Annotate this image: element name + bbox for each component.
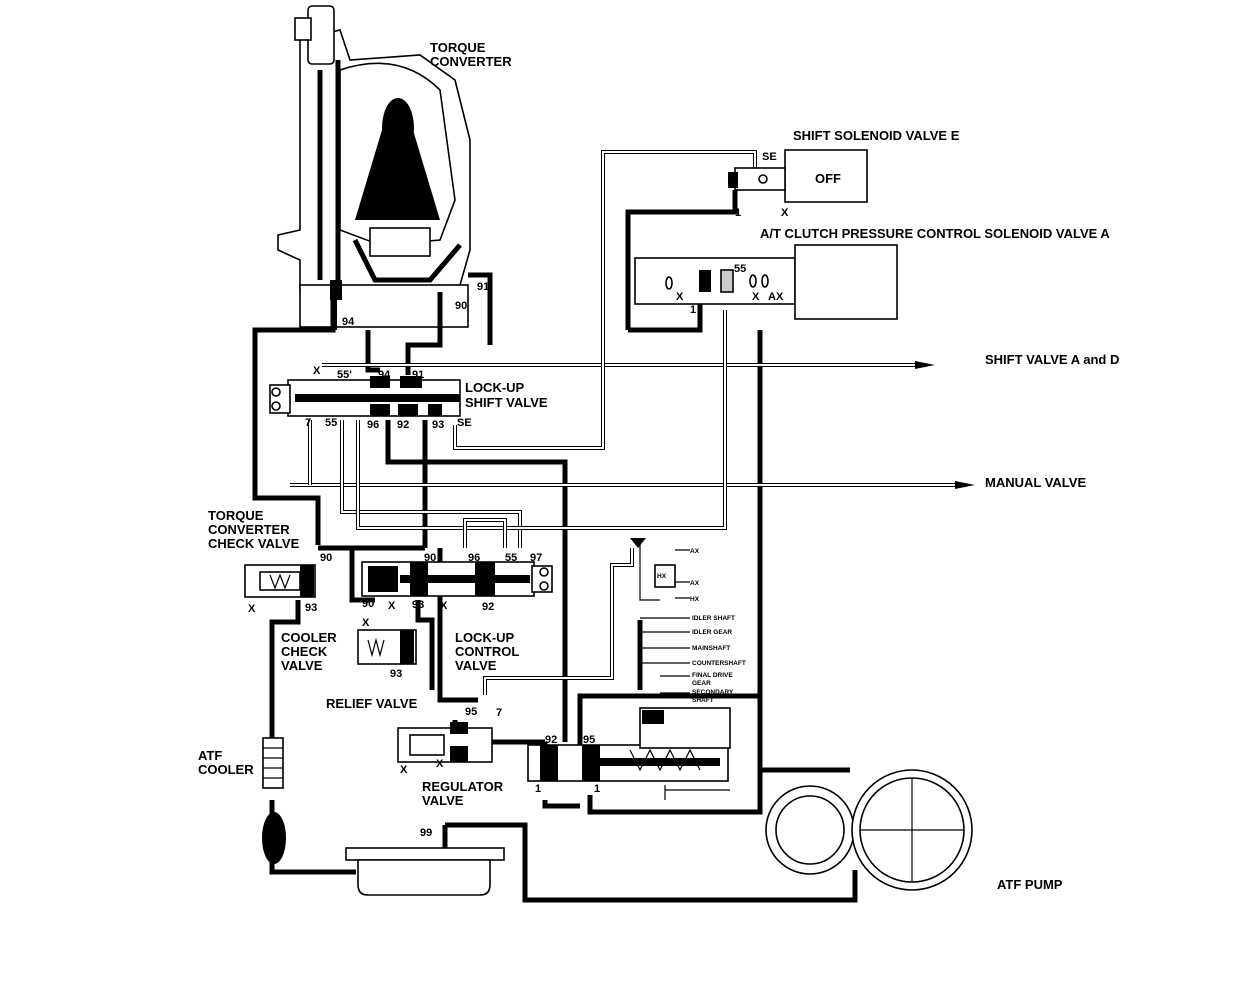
port-55p: 55'	[337, 369, 352, 381]
tc-check-valve-label-2: CONVERTER	[208, 522, 290, 537]
atf-cooler	[262, 737, 286, 864]
port-93-sh: 93	[432, 419, 444, 431]
tc-check-valve	[244, 564, 316, 598]
lockup-shift-valve-label-2: SHIFT VALVE	[465, 395, 548, 410]
torque-converter-label-2: CONVERTER	[430, 54, 512, 69]
shift-solenoid-e	[728, 149, 868, 203]
port-ax-a: AX	[768, 291, 784, 303]
port-92-rg: 92	[545, 734, 557, 746]
manual-valve-label: MANUAL VALVE	[985, 475, 1086, 490]
port-96-sh: 96	[367, 419, 379, 431]
port-x-lc2: X	[440, 600, 448, 612]
port-se-top: SE	[762, 151, 777, 163]
tc-check-valve-label-3: CHECK VALVE	[208, 536, 300, 551]
lube-countershaft: COUNTERSHAFT	[692, 660, 746, 667]
atf-strainer	[345, 847, 505, 896]
lube-gear: GEAR	[692, 680, 711, 687]
arrow-manual-valve	[955, 481, 975, 489]
port-55-sh: 55	[325, 417, 337, 429]
port-x-a2: X	[752, 291, 760, 303]
port-90-lc: 90	[424, 552, 436, 564]
ax1: AX	[690, 548, 700, 555]
port-x-a: X	[676, 291, 684, 303]
port-94-sh: 94	[378, 369, 391, 381]
atf-pump	[765, 769, 973, 891]
port-1-rg2: 1	[594, 783, 600, 795]
port-x-ck: X	[248, 603, 256, 615]
port-7-sh: 7	[305, 417, 311, 429]
shift-valve-ad-label: SHIFT VALVE A and D	[985, 352, 1119, 367]
at-clutch-solenoid-a	[634, 244, 898, 320]
port-95-rg: 95	[583, 734, 595, 746]
port-93-cc: 93	[390, 668, 402, 680]
port-1-sol: 1	[735, 207, 741, 219]
port-x-sol: X	[781, 207, 789, 219]
cooler-check-valve-label-1: COOLER	[281, 630, 337, 645]
port-x-rv2: X	[436, 758, 444, 770]
lockup-control-valve-label-3: VALVE	[455, 658, 497, 673]
relief-valve-label: RELIEF VALVE	[326, 696, 418, 711]
port-55-sol: 55	[734, 263, 746, 275]
solenoid-state: OFF	[815, 171, 841, 186]
port-7-rv: 7	[496, 707, 502, 719]
at-clutch-solenoid-a-label: A/T CLUTCH PRESSURE CONTROL SOLENOID VAL…	[760, 226, 1110, 241]
port-97-lc: 97	[530, 552, 542, 564]
cooler-check-valve-label-2: CHECK	[281, 644, 328, 659]
arrow-shift-valve	[915, 361, 935, 369]
port-91-sh: 91	[412, 369, 424, 381]
hx1: HX	[657, 573, 667, 580]
port-91-tc: 91	[477, 281, 489, 293]
lockup-shift-valve	[269, 376, 461, 417]
lockup-control-valve-label-2: CONTROL	[455, 644, 519, 659]
port-93-ck: 93	[305, 602, 317, 614]
port-x-rv: X	[400, 764, 408, 776]
port-1-a: 1	[690, 304, 696, 316]
lube-idler-shaft: IDLER SHAFT	[692, 615, 735, 622]
regulator-valve	[527, 707, 731, 800]
cooler-check-valve	[357, 629, 417, 665]
port-92-lc: 92	[482, 601, 494, 613]
regulator-valve-label-1: REGULATOR	[422, 779, 504, 794]
atf-cooler-label-1: ATF	[198, 748, 222, 763]
port-55-lc: 55	[505, 552, 517, 564]
port-x-lc: X	[388, 600, 396, 612]
atf-cooler-label-2: COOLER	[198, 762, 254, 777]
lube-idler-gear: IDLER GEAR	[692, 629, 732, 636]
torque-converter	[277, 5, 471, 330]
port-90-ck: 90	[320, 552, 332, 564]
relief-valve	[397, 722, 493, 763]
lube-final-drive: FINAL DRIVE	[692, 672, 733, 679]
lockup-control-valve	[361, 561, 553, 597]
port-99: 99	[420, 827, 432, 839]
cooler-check-valve-label-3: VALVE	[281, 658, 323, 673]
torque-converter-label-1: TORQUE	[430, 40, 486, 55]
lube-circuit	[630, 538, 690, 694]
shift-solenoid-e-label: SHIFT SOLENOID VALVE E	[793, 128, 960, 143]
ax2: AX	[690, 580, 700, 587]
port-92-sh: 92	[397, 419, 409, 431]
regulator-valve-label-2: VALVE	[422, 793, 464, 808]
port-1-rg: 1	[535, 783, 541, 795]
port-x-cc: X	[362, 617, 370, 629]
atf-pump-label: ATF PUMP	[997, 877, 1063, 892]
port-90-lc2: 90	[362, 598, 374, 610]
port-90-tc: 90	[455, 300, 467, 312]
port-x-sh: X	[313, 365, 321, 377]
lube-secondary: SECONDARY	[692, 689, 734, 696]
port-94-tc: 94	[342, 316, 355, 328]
lockup-control-valve-label-1: LOCK-UP	[455, 630, 515, 645]
hx2: HX	[690, 596, 700, 603]
lockup-shift-valve-label-1: LOCK-UP	[465, 380, 525, 395]
pressure-lines	[290, 150, 955, 695]
port-93-lc: 93	[412, 599, 424, 611]
port-95-rv: 95	[465, 706, 477, 718]
port-96-lc: 96	[468, 552, 480, 564]
port-se-sh: SE	[457, 417, 472, 429]
tc-check-valve-label-1: TORQUE	[208, 508, 264, 523]
lube-shaft: SHAFT	[692, 697, 714, 704]
lube-mainshaft: MAINSHAFT	[692, 645, 730, 652]
